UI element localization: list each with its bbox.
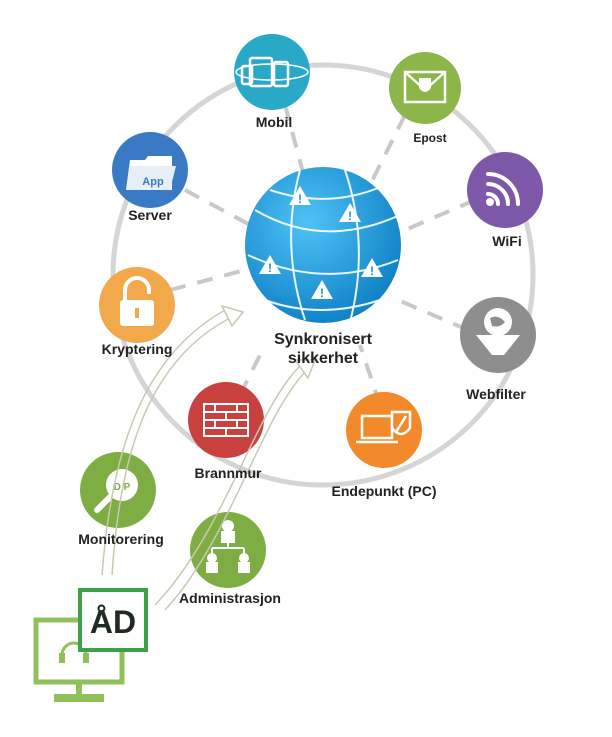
- wifi-label: WiFi: [492, 233, 522, 249]
- monitorering-label: Monitorering: [78, 531, 164, 547]
- endepunkt-node: [346, 392, 422, 468]
- magnifier-icon: [94, 469, 138, 513]
- console-badge-text: ÅD: [90, 604, 136, 640]
- wifi-node: [467, 152, 543, 228]
- monitorering-node: [80, 452, 156, 528]
- webfilter-label: Webfilter: [466, 386, 526, 402]
- endepunkt-label: Endepunkt (PC): [331, 483, 437, 499]
- padlock-icon: [120, 276, 154, 326]
- svg-text:!: !: [348, 209, 352, 223]
- webfilter-node: [460, 297, 536, 373]
- svg-text:!: !: [268, 261, 272, 275]
- mobil-label: Mobil: [255, 114, 293, 130]
- center-globe: ! ! ! ! !: [245, 167, 401, 323]
- outer-ring: [110, 62, 536, 488]
- server-label: Server: [128, 207, 172, 223]
- brannmur-label: Brannmur: [194, 465, 262, 481]
- administrasjon-label: Administrasjon: [179, 590, 281, 606]
- epost-label: Epost: [413, 131, 447, 145]
- arrow-head-2: [293, 359, 317, 380]
- app-folder-icon: [126, 156, 176, 190]
- brannmur-node: [188, 382, 264, 458]
- svg-text:!: !: [370, 264, 374, 278]
- mobile-devices-icon: [235, 56, 309, 88]
- svg-text:!: !: [298, 192, 302, 206]
- server-node: [112, 132, 188, 208]
- arrows: [101, 309, 306, 611]
- epost-node: [389, 52, 461, 124]
- center-label-line2: sikkerhet: [287, 350, 359, 367]
- org-chart-icon: [206, 520, 250, 573]
- center-label-line1: Synkronisert: [274, 331, 372, 348]
- mobil-node: [234, 34, 310, 110]
- kryptering-label: Kryptering: [101, 341, 173, 357]
- globe-funnel-icon: [476, 308, 520, 355]
- arrow-head-1: [220, 304, 245, 328]
- administrasjon-node: [190, 512, 266, 588]
- brick-wall-icon: [203, 403, 249, 437]
- server-icon-text: App: [142, 176, 164, 188]
- kryptering-node: [99, 267, 175, 343]
- console-icon: [33, 588, 148, 702]
- svg-text:!: !: [320, 286, 324, 300]
- envelope-shield-icon: [403, 70, 447, 104]
- laptop-shield-icon: [356, 410, 412, 444]
- wifi-icon: [486, 172, 520, 206]
